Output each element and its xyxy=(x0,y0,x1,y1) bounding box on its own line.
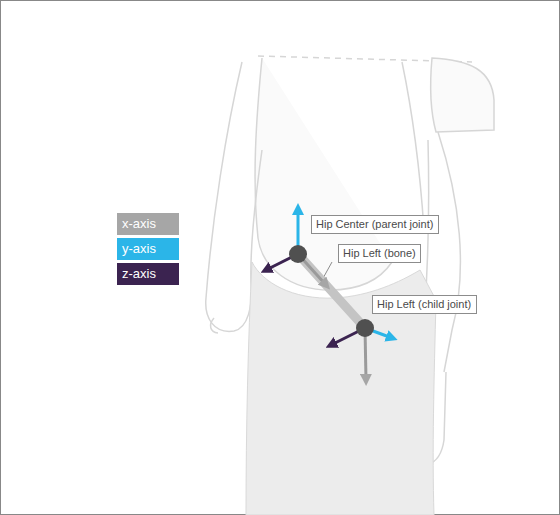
callout-label: Hip Left (child joint) xyxy=(377,297,472,311)
legend-swatch: y-axis xyxy=(117,238,179,260)
legend-label: y-axis xyxy=(122,238,174,260)
callout-box: Hip Left (child joint) xyxy=(372,295,477,314)
callout-label: Hip Center (parent joint) xyxy=(316,217,434,231)
child-joint xyxy=(356,319,374,337)
callout-box: Hip Center (parent joint) xyxy=(311,215,439,234)
parent-joint xyxy=(289,245,307,263)
legend-swatch: z-axis xyxy=(117,263,179,285)
bone xyxy=(298,254,365,328)
callout-label: Hip Left (bone) xyxy=(343,246,416,260)
callout-box: Hip Left (bone) xyxy=(338,244,421,263)
legend-swatch: x-axis xyxy=(117,213,179,235)
legend-label: x-axis xyxy=(122,213,174,235)
legend-label: z-axis xyxy=(122,263,174,285)
